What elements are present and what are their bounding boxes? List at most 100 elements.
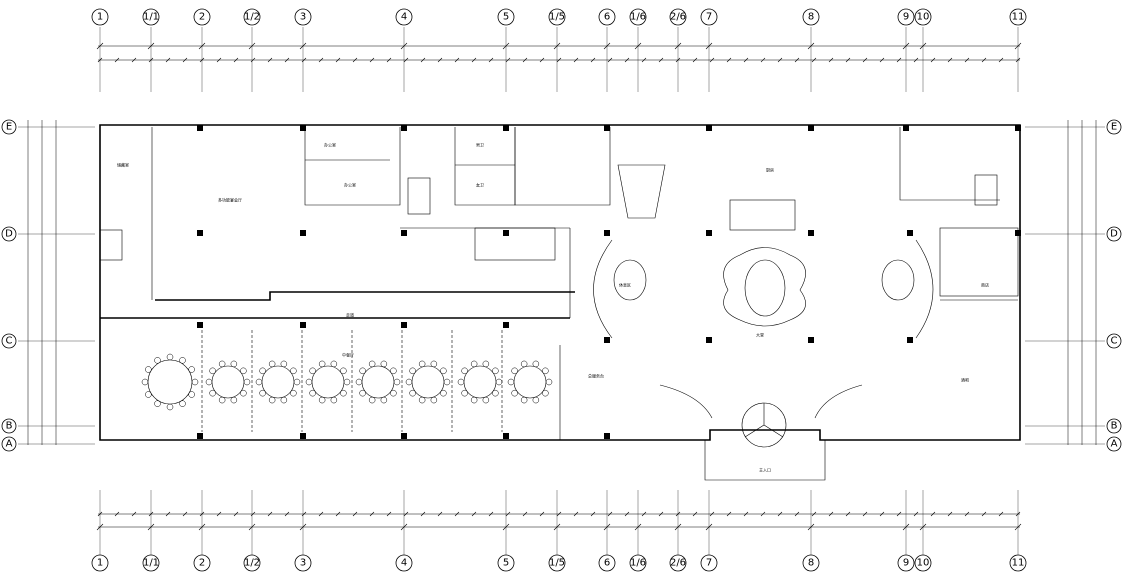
- grid-bubble-left: B: [1, 418, 17, 434]
- grid-label: B: [1111, 421, 1118, 432]
- grid-label: 6: [604, 558, 610, 569]
- grid-bubble-top: 1: [91, 8, 109, 26]
- grid-label: B: [6, 421, 13, 432]
- room-label-lounge: 休息区: [619, 282, 631, 288]
- outer-walls: [99, 124, 1021, 481]
- grid-axes: 111/11/1221/21/23344551/51/5661/61/62/62…: [1, 8, 1122, 572]
- room-label-storage: 储藏室: [117, 162, 129, 168]
- grid-label: 3: [300, 12, 306, 23]
- grid-label: A: [6, 439, 13, 450]
- grid-bubble-bottom: 1/5: [548, 554, 566, 572]
- grid-label: 1/6: [630, 12, 646, 23]
- grid-label: 2/6: [670, 12, 686, 23]
- grid-label: C: [1111, 336, 1118, 347]
- grid-bubble-bottom: 5: [497, 554, 515, 572]
- top-dimension-strip: [96, 42, 1022, 63]
- grid-label: 6: [604, 12, 610, 23]
- grid-label: 2/6: [670, 558, 686, 569]
- grid-label: 1/1: [143, 12, 159, 23]
- lobby-features: [593, 164, 934, 448]
- grid-label: D: [5, 229, 13, 240]
- room-label-office-a: 办公室: [324, 142, 336, 148]
- room-label-lobby: 大堂: [756, 332, 764, 338]
- grid-bubble-right: C: [1106, 333, 1122, 349]
- grid-bubble-top: 1/5: [548, 8, 566, 26]
- grid-bubble-top: 5: [497, 8, 515, 26]
- grid-bubble-bottom: 10: [914, 554, 932, 572]
- grid-label: 1/5: [549, 558, 565, 569]
- grid-bubble-top: 7: [700, 8, 718, 26]
- structural-columns: [197, 125, 1021, 439]
- grid-bubble-right: D: [1106, 226, 1122, 242]
- grid-bubble-bottom: 2: [193, 554, 211, 572]
- grid-label: 4: [401, 558, 407, 569]
- grid-bubble-top: 8: [802, 8, 820, 26]
- room-labels: 多功能宴会厅 储藏室 办公室 办公室 男卫 女卫 厨房 走道 豪华包间 中餐厅 …: [117, 142, 989, 473]
- grid-label: 1/2: [244, 558, 260, 569]
- grid-label: 1/2: [244, 12, 260, 23]
- round-table: [205, 360, 251, 404]
- bottom-dimension-strip: [96, 511, 1022, 531]
- grid-bubble-right: A: [1106, 436, 1122, 452]
- grid-label: 11: [1012, 12, 1025, 23]
- room-label-function-hall: 多功能宴会厅: [218, 197, 242, 203]
- round-table: [255, 360, 301, 404]
- grid-label: 2: [199, 558, 205, 569]
- room-label-kitchen: 厨房: [766, 167, 774, 173]
- grid-bubble-top: 1/1: [142, 8, 160, 26]
- grid-label: D: [1110, 229, 1118, 240]
- grid-label: E: [6, 122, 12, 133]
- grid-bubble-bottom: 1: [91, 554, 109, 572]
- grid-label: 1/1: [143, 558, 159, 569]
- round-table: [457, 360, 503, 404]
- grid-bubble-top: 9: [897, 8, 915, 26]
- grid-label: 3: [300, 558, 306, 569]
- grid-label: E: [1111, 122, 1117, 133]
- grid-bubble-right: E: [1106, 119, 1122, 135]
- grid-bubble-top: 3: [294, 8, 312, 26]
- grid-label: 11: [1012, 558, 1025, 569]
- room-label-entrance: 主入口: [759, 467, 771, 473]
- grid-bubble-bottom: 7: [700, 554, 718, 572]
- round-table: [141, 353, 199, 411]
- grid-label: 4: [401, 12, 407, 23]
- grid-bubble-bottom: 9: [897, 554, 915, 572]
- grid-bubble-top: 10: [914, 8, 932, 26]
- grid-label: 5: [503, 12, 509, 23]
- grid-bubble-top: 4: [395, 8, 413, 26]
- grid-bubble-left: E: [1, 119, 17, 135]
- banquet-tables: [141, 353, 553, 411]
- stairs: [99, 174, 998, 261]
- grid-label: 8: [808, 558, 814, 569]
- grid-bubble-bottom: 1/1: [142, 554, 160, 572]
- grid-label: 8: [808, 12, 814, 23]
- room-label-restroom-m: 男卫: [476, 143, 484, 148]
- right-dimension-strip: [1067, 120, 1097, 445]
- round-table: [405, 360, 451, 404]
- grid-bubble-left: C: [1, 333, 17, 349]
- grid-bubble-left: D: [1, 226, 17, 242]
- grid-label: 1/5: [549, 12, 565, 23]
- grid-label: 10: [917, 558, 930, 569]
- grid-bubble-top: 11: [1009, 8, 1027, 26]
- grid-label: 7: [706, 12, 712, 23]
- grid-label: 1/6: [630, 558, 646, 569]
- grid-bubble-bottom: 1/2: [243, 554, 261, 572]
- left-dimension-strip: [27, 120, 57, 445]
- room-label-shop: 商店: [981, 282, 989, 288]
- round-table: [507, 360, 553, 404]
- grid-label: 1: [97, 558, 103, 569]
- grid-label: 9: [903, 558, 909, 569]
- grid-bubble-left: A: [1, 436, 17, 452]
- room-label-restroom-f: 女卫: [476, 182, 484, 188]
- grid-bubble-bottom: 3: [294, 554, 312, 572]
- grid-label: A: [1111, 439, 1118, 450]
- grid-label: 5: [503, 558, 509, 569]
- grid-bubble-bottom: 1/6: [629, 554, 647, 572]
- grid-bubble-top: 1/6: [629, 8, 647, 26]
- grid-bubble-bottom: 11: [1009, 554, 1027, 572]
- dining-partitions: [201, 330, 503, 432]
- grid-bubble-bottom: 2/6: [669, 554, 687, 572]
- grid-bubble-top: 6: [598, 8, 616, 26]
